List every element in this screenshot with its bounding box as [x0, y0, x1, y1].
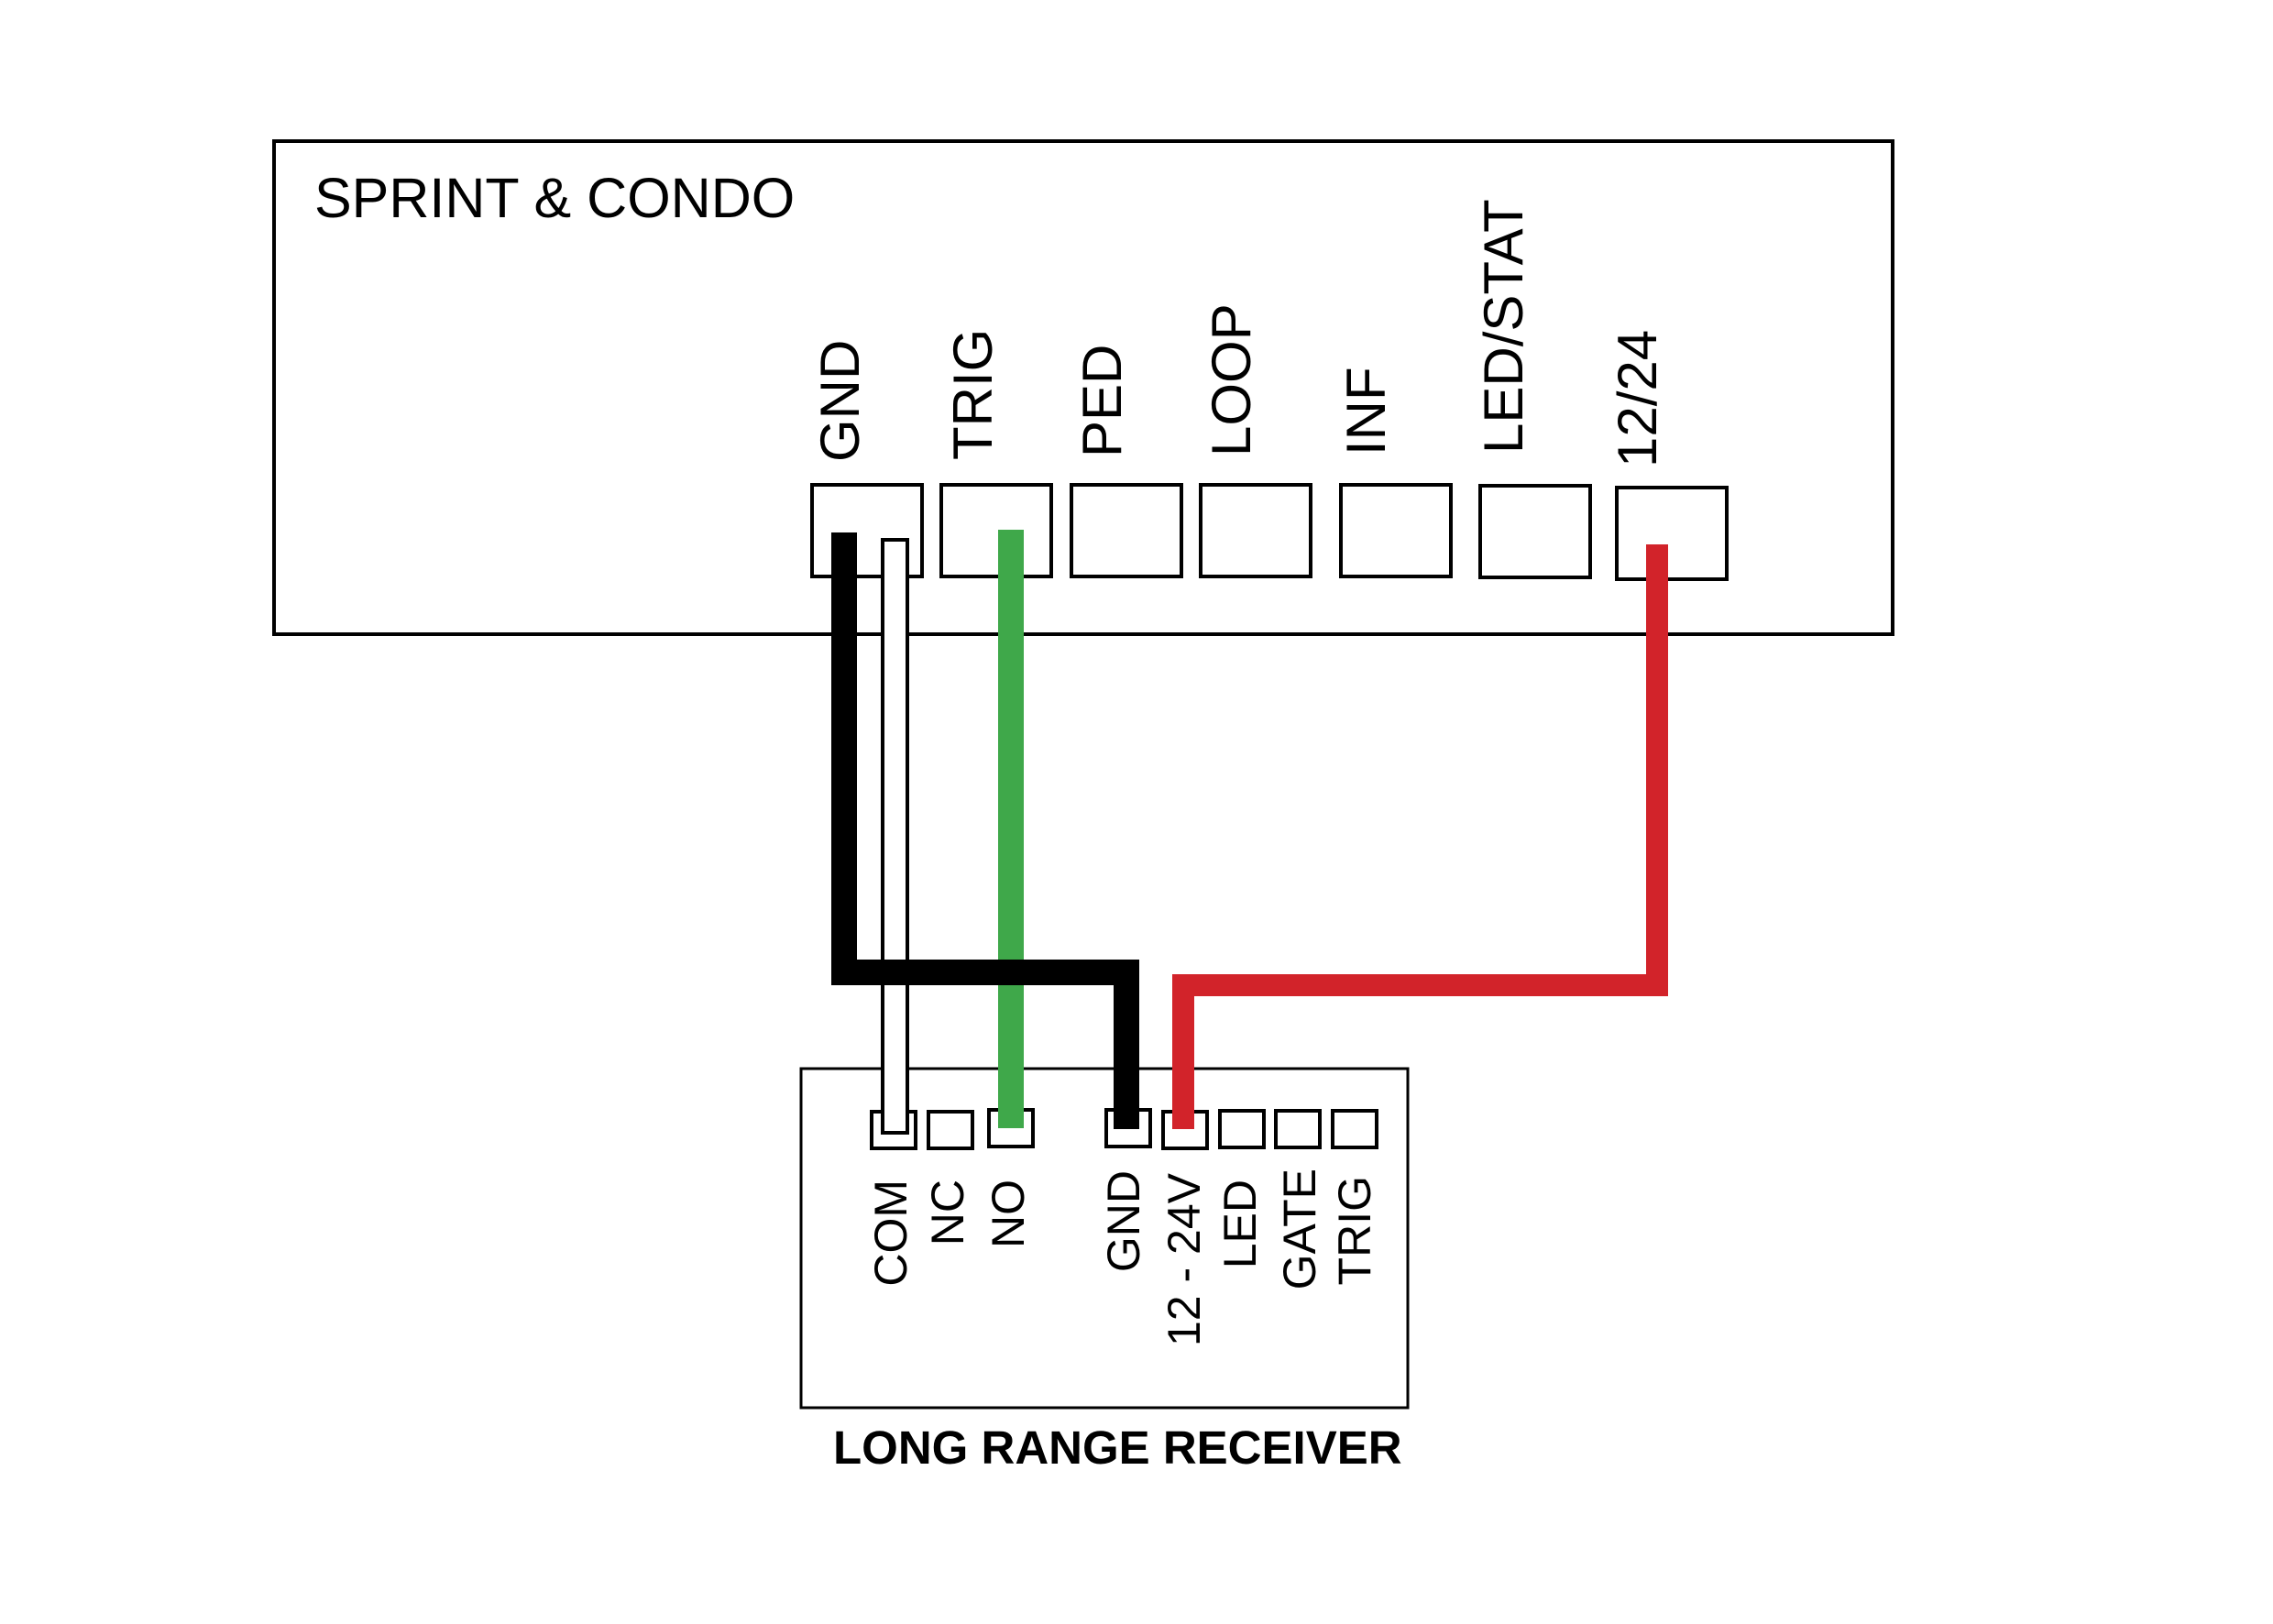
controller-terminal-trig	[939, 483, 1053, 578]
wires	[831, 530, 1668, 1135]
controller-label-ped: PED	[1071, 345, 1133, 457]
receiver-label-gnd: GND	[1098, 1170, 1149, 1272]
controller-label-inf: INF	[1335, 367, 1397, 455]
receiver-terminal-nc	[927, 1110, 974, 1150]
controller-terminal-led-stat	[1478, 484, 1592, 579]
controller-outline	[272, 139, 1894, 636]
controller-label-loop: LOOP	[1201, 303, 1262, 456]
controller-board: SPRINT & CONDO GND TRIG PED LOOP INF LED…	[272, 139, 1894, 636]
receiver-label-com: COM	[865, 1180, 917, 1287]
wire-black	[831, 532, 1139, 1129]
controller-terminal-gnd	[810, 483, 924, 578]
controller-title: SPRINT & CONDO	[314, 167, 795, 229]
wire-green	[998, 530, 1024, 1128]
receiver-terminal-led	[1218, 1109, 1266, 1149]
receiver-label-led: LED	[1214, 1180, 1266, 1268]
receiver-label-no: NO	[983, 1180, 1034, 1248]
controller-terminal-ped	[1070, 483, 1183, 578]
receiver-board: COM NC NO GND 12 - 24V LED GATE TRIG	[799, 1067, 1410, 1410]
receiver-terminal-gate	[1274, 1109, 1322, 1149]
receiver-outline	[799, 1067, 1410, 1410]
controller-label-12-24: 12/24	[1607, 330, 1668, 467]
controller-terminal-inf	[1339, 483, 1453, 578]
receiver-label-gate: GATE	[1274, 1169, 1325, 1289]
receiver-title: LONG RANGE RECEIVER	[833, 1421, 1402, 1474]
controller-terminal-12-24	[1615, 486, 1729, 581]
wire-white	[881, 538, 909, 1135]
receiver-terminal-trig	[1331, 1109, 1378, 1149]
receiver-label-nc: NC	[922, 1180, 973, 1245]
controller-label-gnd: GND	[809, 340, 871, 462]
controller-label-led-stat: LED/STAT	[1473, 199, 1534, 454]
receiver-label-trig: TRIG	[1329, 1176, 1380, 1285]
receiver-label-12-24v: 12 - 24V	[1158, 1172, 1210, 1346]
controller-label-trig: TRIG	[942, 329, 1004, 460]
wire-red	[1172, 544, 1668, 1129]
controller-terminal-loop	[1199, 483, 1312, 578]
